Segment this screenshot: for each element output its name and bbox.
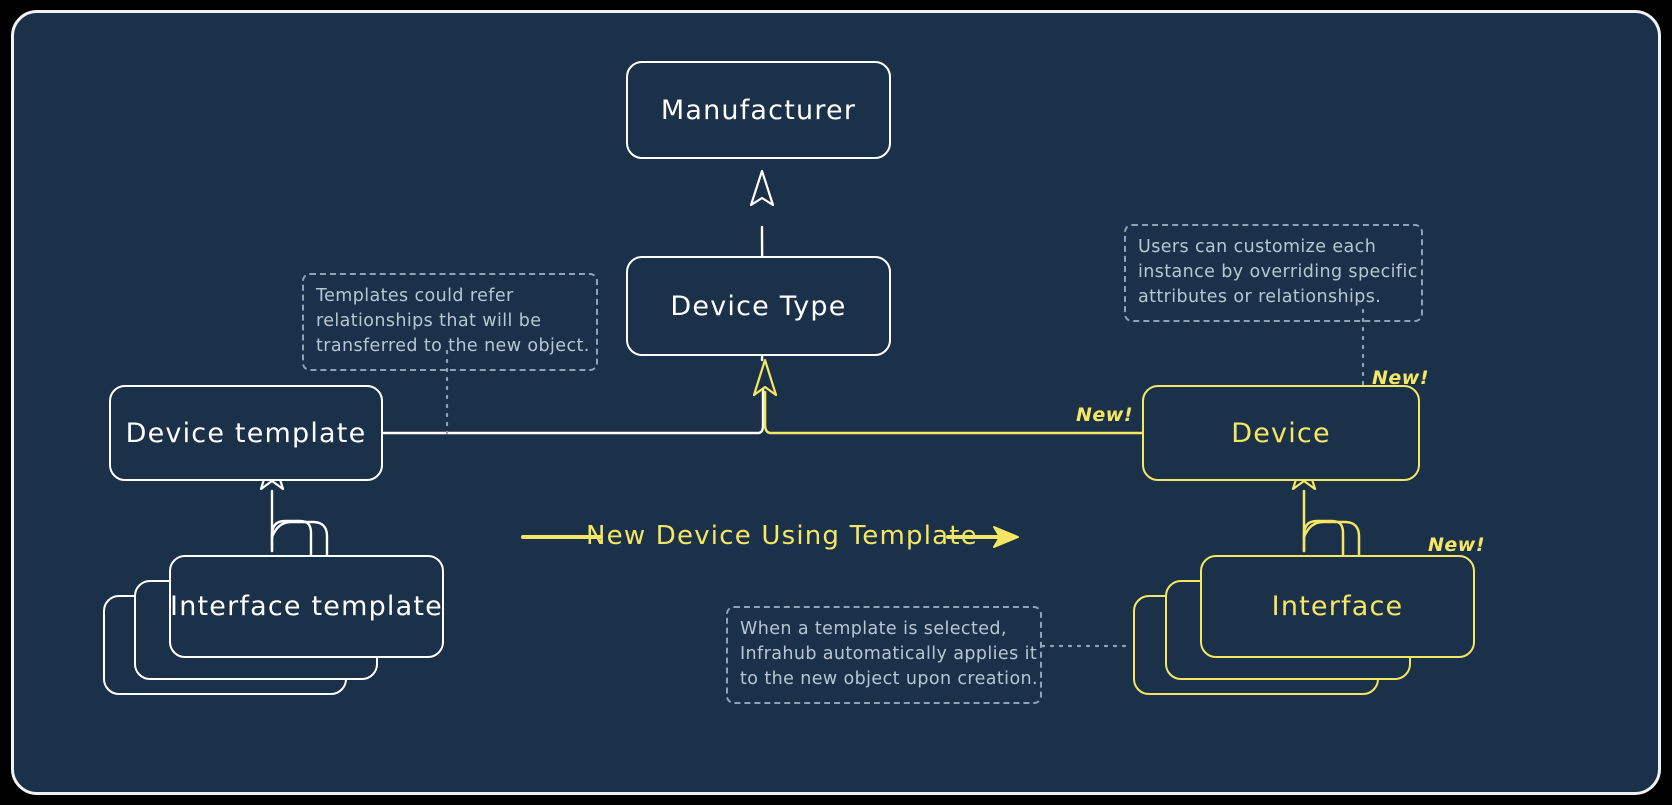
annotation-line: transferred to the new object.	[316, 335, 590, 356]
node-device-template-label: Device template	[125, 417, 367, 449]
annotation-line: When a template is selected,	[740, 619, 1007, 639]
node-device[interactable]: Device	[1142, 385, 1420, 481]
node-interface-label: Interface	[1271, 591, 1404, 622]
diagram-canvas: Manufacturer (white arrow up) --> Device…	[11, 10, 1661, 795]
node-device-template[interactable]: Device template	[109, 385, 383, 481]
node-interface-template[interactable]: Interface template	[169, 555, 444, 658]
badge-new-device: New!	[1372, 367, 1430, 389]
annotation-customize-instance: Users can customize each instance by ove…	[1124, 224, 1423, 322]
annotation-templates-relationships: Templates could refer relationships that…	[302, 273, 598, 371]
badge-new-interface: New!	[1428, 534, 1486, 556]
badge-new-edge: New!	[1076, 404, 1134, 426]
transition-arrow-label: New Device Using Template	[586, 521, 978, 551]
annotation-line: instance by overriding specific	[1138, 261, 1418, 282]
node-device-type-label: Device Type	[670, 290, 847, 322]
annotation-line: Infrahub automatically applies it	[740, 643, 1038, 664]
node-device-type[interactable]: Device Type	[626, 256, 891, 356]
node-manufacturer[interactable]: Manufacturer	[626, 61, 891, 159]
node-interface-template-label: Interface template	[170, 591, 443, 622]
annotation-line: to the new object upon creation.	[740, 668, 1039, 689]
annotation-line: Users can customize each	[1138, 237, 1377, 257]
annotation-line: attributes or relationships.	[1138, 286, 1382, 307]
node-interface[interactable]: Interface	[1200, 555, 1475, 658]
annotation-line: Templates could refer	[316, 286, 514, 306]
node-device-label: Device	[1231, 417, 1331, 449]
annotation-auto-apply: When a template is selected, Infrahub au…	[726, 606, 1042, 704]
edge-devicetemplate-to-devicetype	[381, 386, 765, 435]
node-manufacturer-label: Manufacturer	[660, 94, 857, 126]
annotation-line: relationships that will be	[316, 310, 542, 331]
